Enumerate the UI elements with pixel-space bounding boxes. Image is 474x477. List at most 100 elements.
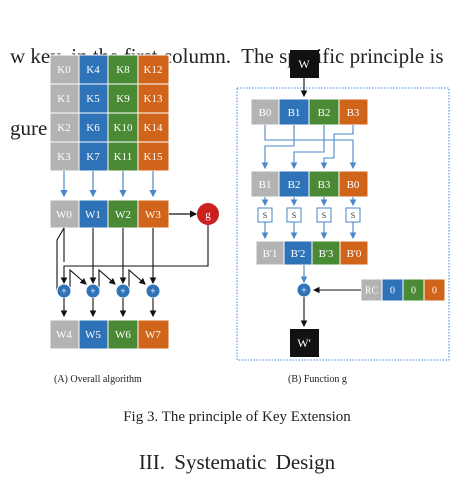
- key-label: K9: [116, 93, 130, 105]
- line: [261, 125, 295, 170]
- rc-cell: [423, 278, 446, 302]
- key-label: K11: [114, 151, 133, 163]
- w-label: W3: [145, 209, 161, 221]
- b-cell: [339, 240, 369, 266]
- rc-row: RC 0 0 0: [360, 278, 446, 302]
- b-label: B0: [259, 107, 272, 119]
- key-matrix: K0 K4 K8 K12 K1 K5 K9 K13 K2 K6 K10 K14 …: [49, 54, 170, 172]
- subcaption-a: (A) Overall algorithm: [54, 374, 142, 385]
- b-label: B1: [259, 179, 272, 191]
- sbox-row: S S S S: [257, 207, 361, 223]
- b-cell: [338, 170, 369, 198]
- key-cell: [137, 54, 170, 85]
- figure-caption: Fig 3. The principle of Key Extension: [123, 409, 351, 425]
- plus-to-output-arrows: [60, 298, 157, 318]
- g-output-line: [60, 225, 209, 285]
- b-label: B'0: [347, 248, 362, 260]
- b-cell: [283, 240, 313, 266]
- b-label: B2: [288, 179, 301, 191]
- key-label: K4: [86, 64, 100, 76]
- w-label: W7: [145, 329, 161, 341]
- key-label: K13: [144, 93, 163, 105]
- b-row: B0 B1 B2 B3: [250, 98, 369, 126]
- b-label: B0: [347, 179, 360, 191]
- key-cell: [49, 141, 80, 172]
- w-label: W4: [56, 329, 72, 341]
- from-sbox-arrows: [261, 222, 357, 240]
- key-label: K14: [144, 122, 163, 134]
- w-row: W0 W1 W2 W3: [49, 199, 170, 229]
- b-cell: [278, 98, 310, 126]
- key-cell: [107, 112, 139, 143]
- b-label: B3: [318, 179, 331, 191]
- matrix-to-w-arrows: [60, 171, 157, 198]
- plus-symbol: +: [301, 286, 307, 297]
- key-label: K8: [116, 64, 130, 76]
- rc-label: RC: [365, 286, 379, 297]
- key-label: K0: [57, 64, 71, 76]
- w-cell: [107, 319, 139, 350]
- plus-symbol: +: [120, 287, 126, 298]
- line: [264, 125, 357, 170]
- w-label: W6: [115, 329, 131, 341]
- key-label: K6: [86, 122, 100, 134]
- w-output-row: W4 W5 W6 W7: [49, 319, 170, 350]
- w-cell: [137, 319, 170, 350]
- key-label: K1: [57, 93, 70, 105]
- sbox-label: S: [351, 211, 355, 220]
- w-input-box: [290, 50, 319, 78]
- b-label: B1: [288, 107, 301, 119]
- w-output-box: [290, 329, 319, 357]
- g-function-circle: [197, 203, 219, 225]
- w-input-label: W: [298, 57, 310, 71]
- g-label: g: [205, 209, 211, 221]
- w-label: W1: [85, 209, 101, 221]
- line: [320, 125, 354, 170]
- key-cell: [78, 83, 109, 114]
- key-cell: [137, 83, 170, 114]
- b-label: B'1: [263, 248, 278, 260]
- w-cell: [78, 319, 109, 350]
- plus-symbol: +: [90, 287, 96, 298]
- b-label: B3: [347, 107, 360, 119]
- rc-label: 0: [390, 286, 395, 297]
- subcaption-b: (B) Function g: [288, 374, 347, 385]
- xor-nodes: + + + +: [56, 283, 161, 299]
- b-cell: [250, 98, 280, 126]
- key-cell: [78, 112, 109, 143]
- b-substituted-row: B'1 B'2 B'3 B'0: [255, 240, 369, 266]
- to-sbox-arrows: [261, 197, 357, 207]
- rc-label: 0: [432, 286, 437, 297]
- rc-label: 0: [411, 286, 416, 297]
- key-label: K2: [57, 122, 70, 134]
- sbox-label: S: [292, 211, 296, 220]
- w-output-label: W': [297, 336, 311, 350]
- b-label: B'2: [291, 248, 306, 260]
- plus-symbol: +: [150, 287, 156, 298]
- b-cell: [255, 240, 285, 266]
- sbox-label: S: [263, 211, 267, 220]
- key-cell: [137, 112, 170, 143]
- key-label: K10: [114, 122, 133, 134]
- function-g-frame: [236, 87, 450, 361]
- key-label: K5: [86, 93, 100, 105]
- key-label: K15: [144, 151, 163, 163]
- key-label: K12: [144, 64, 163, 76]
- key-label: K3: [57, 151, 71, 163]
- key-cell: [78, 54, 109, 85]
- w-label: W5: [85, 329, 101, 341]
- b-cell: [311, 240, 341, 266]
- w-label: W0: [56, 209, 72, 221]
- plus-symbol: +: [61, 287, 67, 298]
- w-to-plus-lines: [56, 227, 157, 292]
- w-label: W2: [115, 209, 131, 221]
- line: [56, 227, 65, 292]
- sbox-label: S: [322, 211, 326, 220]
- key-label: K7: [86, 151, 100, 163]
- section-heading: III. Systematic Design: [138, 450, 336, 474]
- key-cell: [137, 141, 170, 172]
- line: [290, 125, 325, 170]
- b-label: B'3: [319, 248, 334, 260]
